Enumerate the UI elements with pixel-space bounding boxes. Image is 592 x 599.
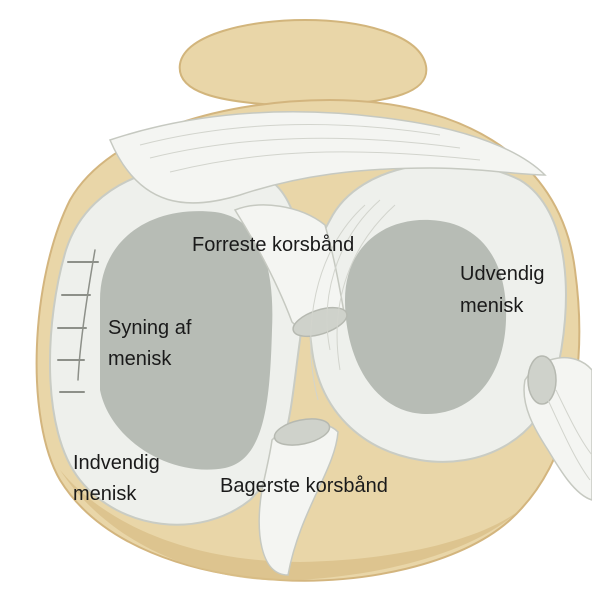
- label-syning-line1: Syning af: [108, 316, 191, 340]
- label-indvendig-line1: Indvendig: [73, 451, 160, 475]
- label-forreste-korsband: Forreste korsbånd: [192, 233, 354, 257]
- lcl-cut-end: [528, 356, 556, 404]
- label-udvendig-line1: Udvendig: [460, 262, 545, 286]
- label-indvendig-line2: menisk: [73, 482, 136, 506]
- patella: [180, 20, 427, 106]
- label-syning-line2: menisk: [108, 347, 171, 371]
- label-bagerste-korsband: Bagerste korsbånd: [220, 474, 388, 498]
- label-udvendig-line2: menisk: [460, 294, 523, 318]
